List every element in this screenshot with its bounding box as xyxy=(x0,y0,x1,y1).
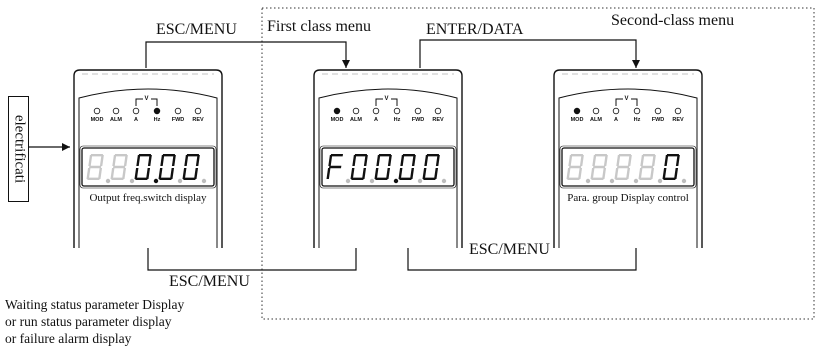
decimal-point xyxy=(417,178,423,184)
display-digit xyxy=(398,154,416,181)
second-class-panel: V MOD ALM A Hz FWD REV Para. group Display cont… xyxy=(552,68,704,248)
status-note-1: Waiting status parameter Display xyxy=(5,297,185,312)
led-mod xyxy=(573,107,581,115)
led-rev xyxy=(674,107,682,115)
led-label-a: A xyxy=(134,117,138,123)
led-rev xyxy=(194,107,202,115)
led-a xyxy=(132,107,140,115)
electrification-box: electrificati xyxy=(8,96,29,202)
display-digit xyxy=(350,154,368,181)
led-label-alm: ALM xyxy=(110,117,122,123)
decimal-point xyxy=(441,178,447,184)
decimal-point xyxy=(633,178,639,184)
enter-data-label: ENTER/DATA xyxy=(426,21,524,38)
led-label-fwd: FWD xyxy=(411,117,425,123)
seven-segment-display xyxy=(566,154,687,184)
menu-region-frame xyxy=(261,7,815,320)
voltage-mark: V xyxy=(622,96,631,102)
decimal-point xyxy=(177,178,183,184)
seven-segment-display xyxy=(86,154,207,184)
esc-menu-label-bottom-right: ESC/MENU xyxy=(469,241,550,258)
led-label-alm: ALM xyxy=(350,117,362,123)
second-class-menu-label: Second-class menu xyxy=(611,12,735,29)
decimal-point xyxy=(105,178,111,184)
display-digit xyxy=(374,154,392,181)
led-hz xyxy=(153,107,161,115)
led-label-mod: MOD xyxy=(570,117,584,123)
decimal-point xyxy=(153,178,159,184)
decimal-point xyxy=(657,178,663,184)
display-digit xyxy=(86,154,104,181)
display-digit xyxy=(566,154,584,181)
led-label-fwd: FWD xyxy=(171,117,185,123)
led-alm xyxy=(592,107,600,115)
led-rev xyxy=(434,107,442,115)
display-digit xyxy=(614,154,632,181)
led-label-hz: Hz xyxy=(633,117,641,123)
led-label-alm: ALM xyxy=(590,117,602,123)
decimal-point xyxy=(681,178,687,184)
led-label-a: A xyxy=(614,117,618,123)
display-digit xyxy=(182,154,200,181)
panel-caption: Para. group Display control xyxy=(567,192,689,204)
decimal-point xyxy=(585,178,591,184)
led-a xyxy=(612,107,620,115)
led-alm xyxy=(112,107,120,115)
arrow-esc-menu-to-first-class xyxy=(145,41,350,68)
led-fwd xyxy=(414,107,422,115)
led-fwd xyxy=(174,107,182,115)
decimal-point xyxy=(345,178,351,184)
decimal-point xyxy=(393,178,399,184)
decimal-point xyxy=(129,178,135,184)
display-digit xyxy=(662,154,680,181)
led-label-hz: Hz xyxy=(153,117,161,123)
led-hz xyxy=(393,107,401,115)
decimal-point xyxy=(201,178,207,184)
decimal-point xyxy=(609,178,615,184)
panel-body xyxy=(313,69,463,248)
output-panel: V MOD ALM A Hz FWD REV Output freq.switch displ… xyxy=(72,68,224,248)
status-note-3: or failure alarm display xyxy=(5,331,132,346)
electrification-label: electrificati xyxy=(11,114,27,184)
led-label-a: A xyxy=(374,117,378,123)
display-digit xyxy=(638,154,656,181)
led-label-mod: MOD xyxy=(330,117,344,123)
status-note-2: or run status parameter display xyxy=(5,314,172,329)
first-class-menu-label: First class menu xyxy=(267,18,371,35)
esc-menu-label-top: ESC/MENU xyxy=(156,21,237,38)
led-hz xyxy=(633,107,641,115)
led-label-rev: REV xyxy=(432,117,444,123)
display-digit xyxy=(110,154,128,181)
led-label-mod: MOD xyxy=(90,117,104,123)
voltage-mark: V xyxy=(382,96,391,102)
display-digit xyxy=(134,154,152,181)
arrow-enter-data-to-second-class xyxy=(419,39,640,68)
display-digit xyxy=(326,154,343,179)
esc-menu-label-bottom-left: ESC/MENU xyxy=(169,273,250,290)
led-alm xyxy=(352,107,360,115)
led-label-fwd: FWD xyxy=(651,117,665,123)
decimal-point xyxy=(369,178,375,184)
led-mod xyxy=(333,107,341,115)
display-digit xyxy=(158,154,176,181)
led-label-hz: Hz xyxy=(393,117,401,123)
display-digit xyxy=(590,154,608,181)
led-mod xyxy=(93,107,101,115)
voltage-mark: V xyxy=(142,96,151,102)
first-class-panel: V MOD ALM A Hz FWD REV xyxy=(312,68,464,248)
led-label-rev: REV xyxy=(192,117,204,123)
led-fwd xyxy=(654,107,662,115)
led-label-rev: REV xyxy=(672,117,684,123)
seven-segment-display xyxy=(326,154,447,184)
led-a xyxy=(372,107,380,115)
panel-caption: Output freq.switch display xyxy=(89,192,207,204)
display-digit xyxy=(422,154,440,181)
